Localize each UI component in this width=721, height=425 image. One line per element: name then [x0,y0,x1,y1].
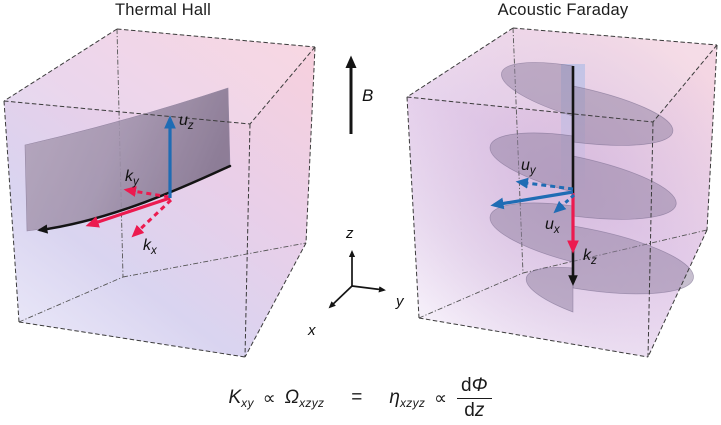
uy-arrow [515,177,574,191]
acoustic-faraday-panel: Acoustic Faraday [406,1,718,358]
uz-label: uz [179,112,194,132]
equation: Kxy ∝ Ωxzyz = ηxzyz ∝ dΦ dz [0,374,721,422]
uy-label: uy [521,157,537,177]
helix-lobe [525,267,574,313]
x-axis-label: x [307,322,316,339]
equals-sign: = [351,387,363,408]
kappa-term: Kxy [228,386,254,410]
kx-label: kx [143,237,158,257]
coordinate-axes: z y x [307,225,405,339]
y-axis-label: y [395,293,405,310]
left-panel-title: Thermal Hall [115,1,211,19]
right-panel-title: Acoustic Faraday [498,1,629,19]
fraction-denominator: dz [464,399,485,421]
helix-lobe [572,225,694,295]
helix-lobe [572,85,674,146]
proportional-sign-2: ∝ [434,387,448,408]
helix-lobe [489,132,574,193]
helix-lobe [572,155,677,220]
u-rotated-arrow [490,190,574,210]
helicoid-surface [489,62,694,313]
left-cube-edges [3,28,316,358]
helix-lobe [501,62,574,117]
magnetic-field-indicator: B [345,55,373,134]
kz-label: kz [583,247,597,267]
b-field-label: B [362,86,373,105]
eta-term: ηxzyz [389,386,426,410]
berry-curvature-term: Ωxzyz [284,386,325,410]
faraday-rotation-fraction: dΦ dz [457,375,492,421]
ky-label: ky [125,168,140,188]
x-axis-arrow [328,285,353,309]
thermal-hall-panel: Thermal Hall uz ky [3,1,316,358]
fraction-numerator: dΦ [457,375,492,399]
proportional-sign-1: ∝ [262,387,276,408]
y-axis-arrow [351,285,386,293]
ux-label: ux [545,216,561,236]
helix-lobe [489,202,574,263]
left-cube-top-face [4,29,315,124]
right-cube-edges [406,27,718,358]
heat-flow-curve-arrow [37,164,232,234]
z-axis-label: z [345,225,354,242]
ky-arrow [123,186,170,199]
k-deflected-arrow [85,196,171,228]
